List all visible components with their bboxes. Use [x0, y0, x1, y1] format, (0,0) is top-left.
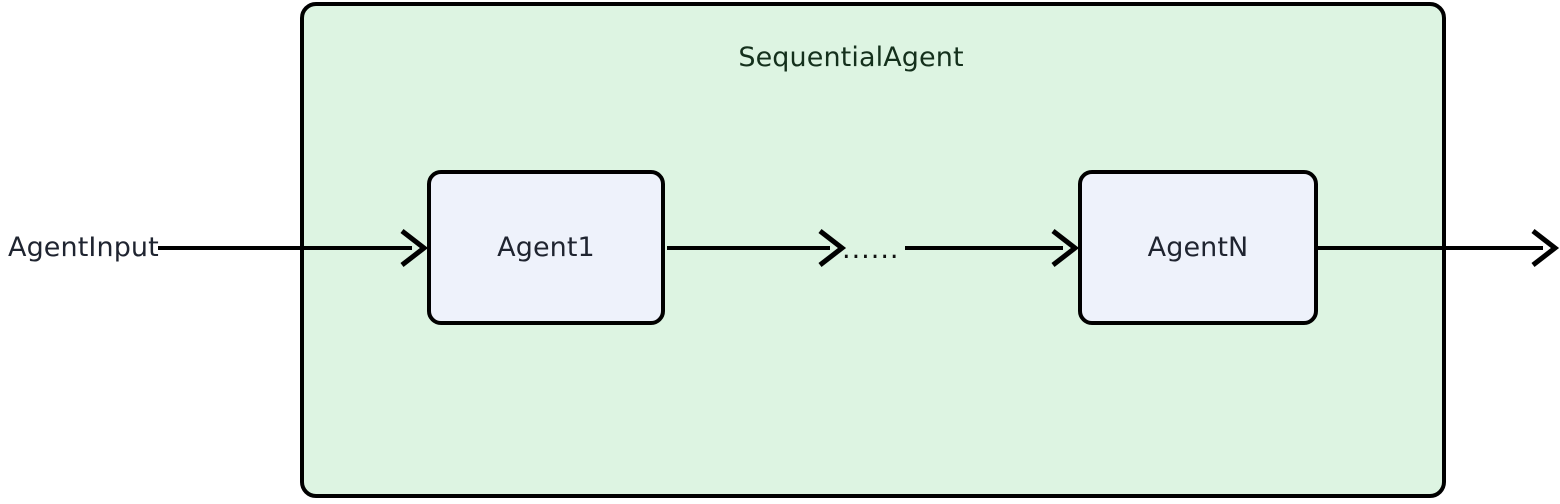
edge-input-to-agent1 [158, 229, 429, 267]
arrowhead-icon [1531, 229, 1560, 267]
edge-agent1-to-ellipsis [667, 229, 847, 267]
arrowhead-icon [1051, 229, 1080, 267]
arrowhead-icon [818, 229, 847, 267]
middle-ellipsis-label: ...... [842, 234, 900, 265]
edge-ellipsis-to-agentn [905, 229, 1080, 267]
arrowhead-icon [400, 229, 429, 267]
node-agent1[interactable] [427, 170, 665, 325]
agent-input-label: AgentInput [8, 232, 159, 263]
node-agentn-label: AgentN [1147, 232, 1249, 263]
edge-agentn-to-output [1318, 229, 1560, 267]
node-agent1-label: Agent1 [497, 232, 595, 263]
node-agentn[interactable] [1078, 170, 1318, 325]
sequential-agent-title-text: SequentialAgent [738, 42, 964, 73]
sequential-agent-title: SequentialAgent [0, 44, 1560, 71]
